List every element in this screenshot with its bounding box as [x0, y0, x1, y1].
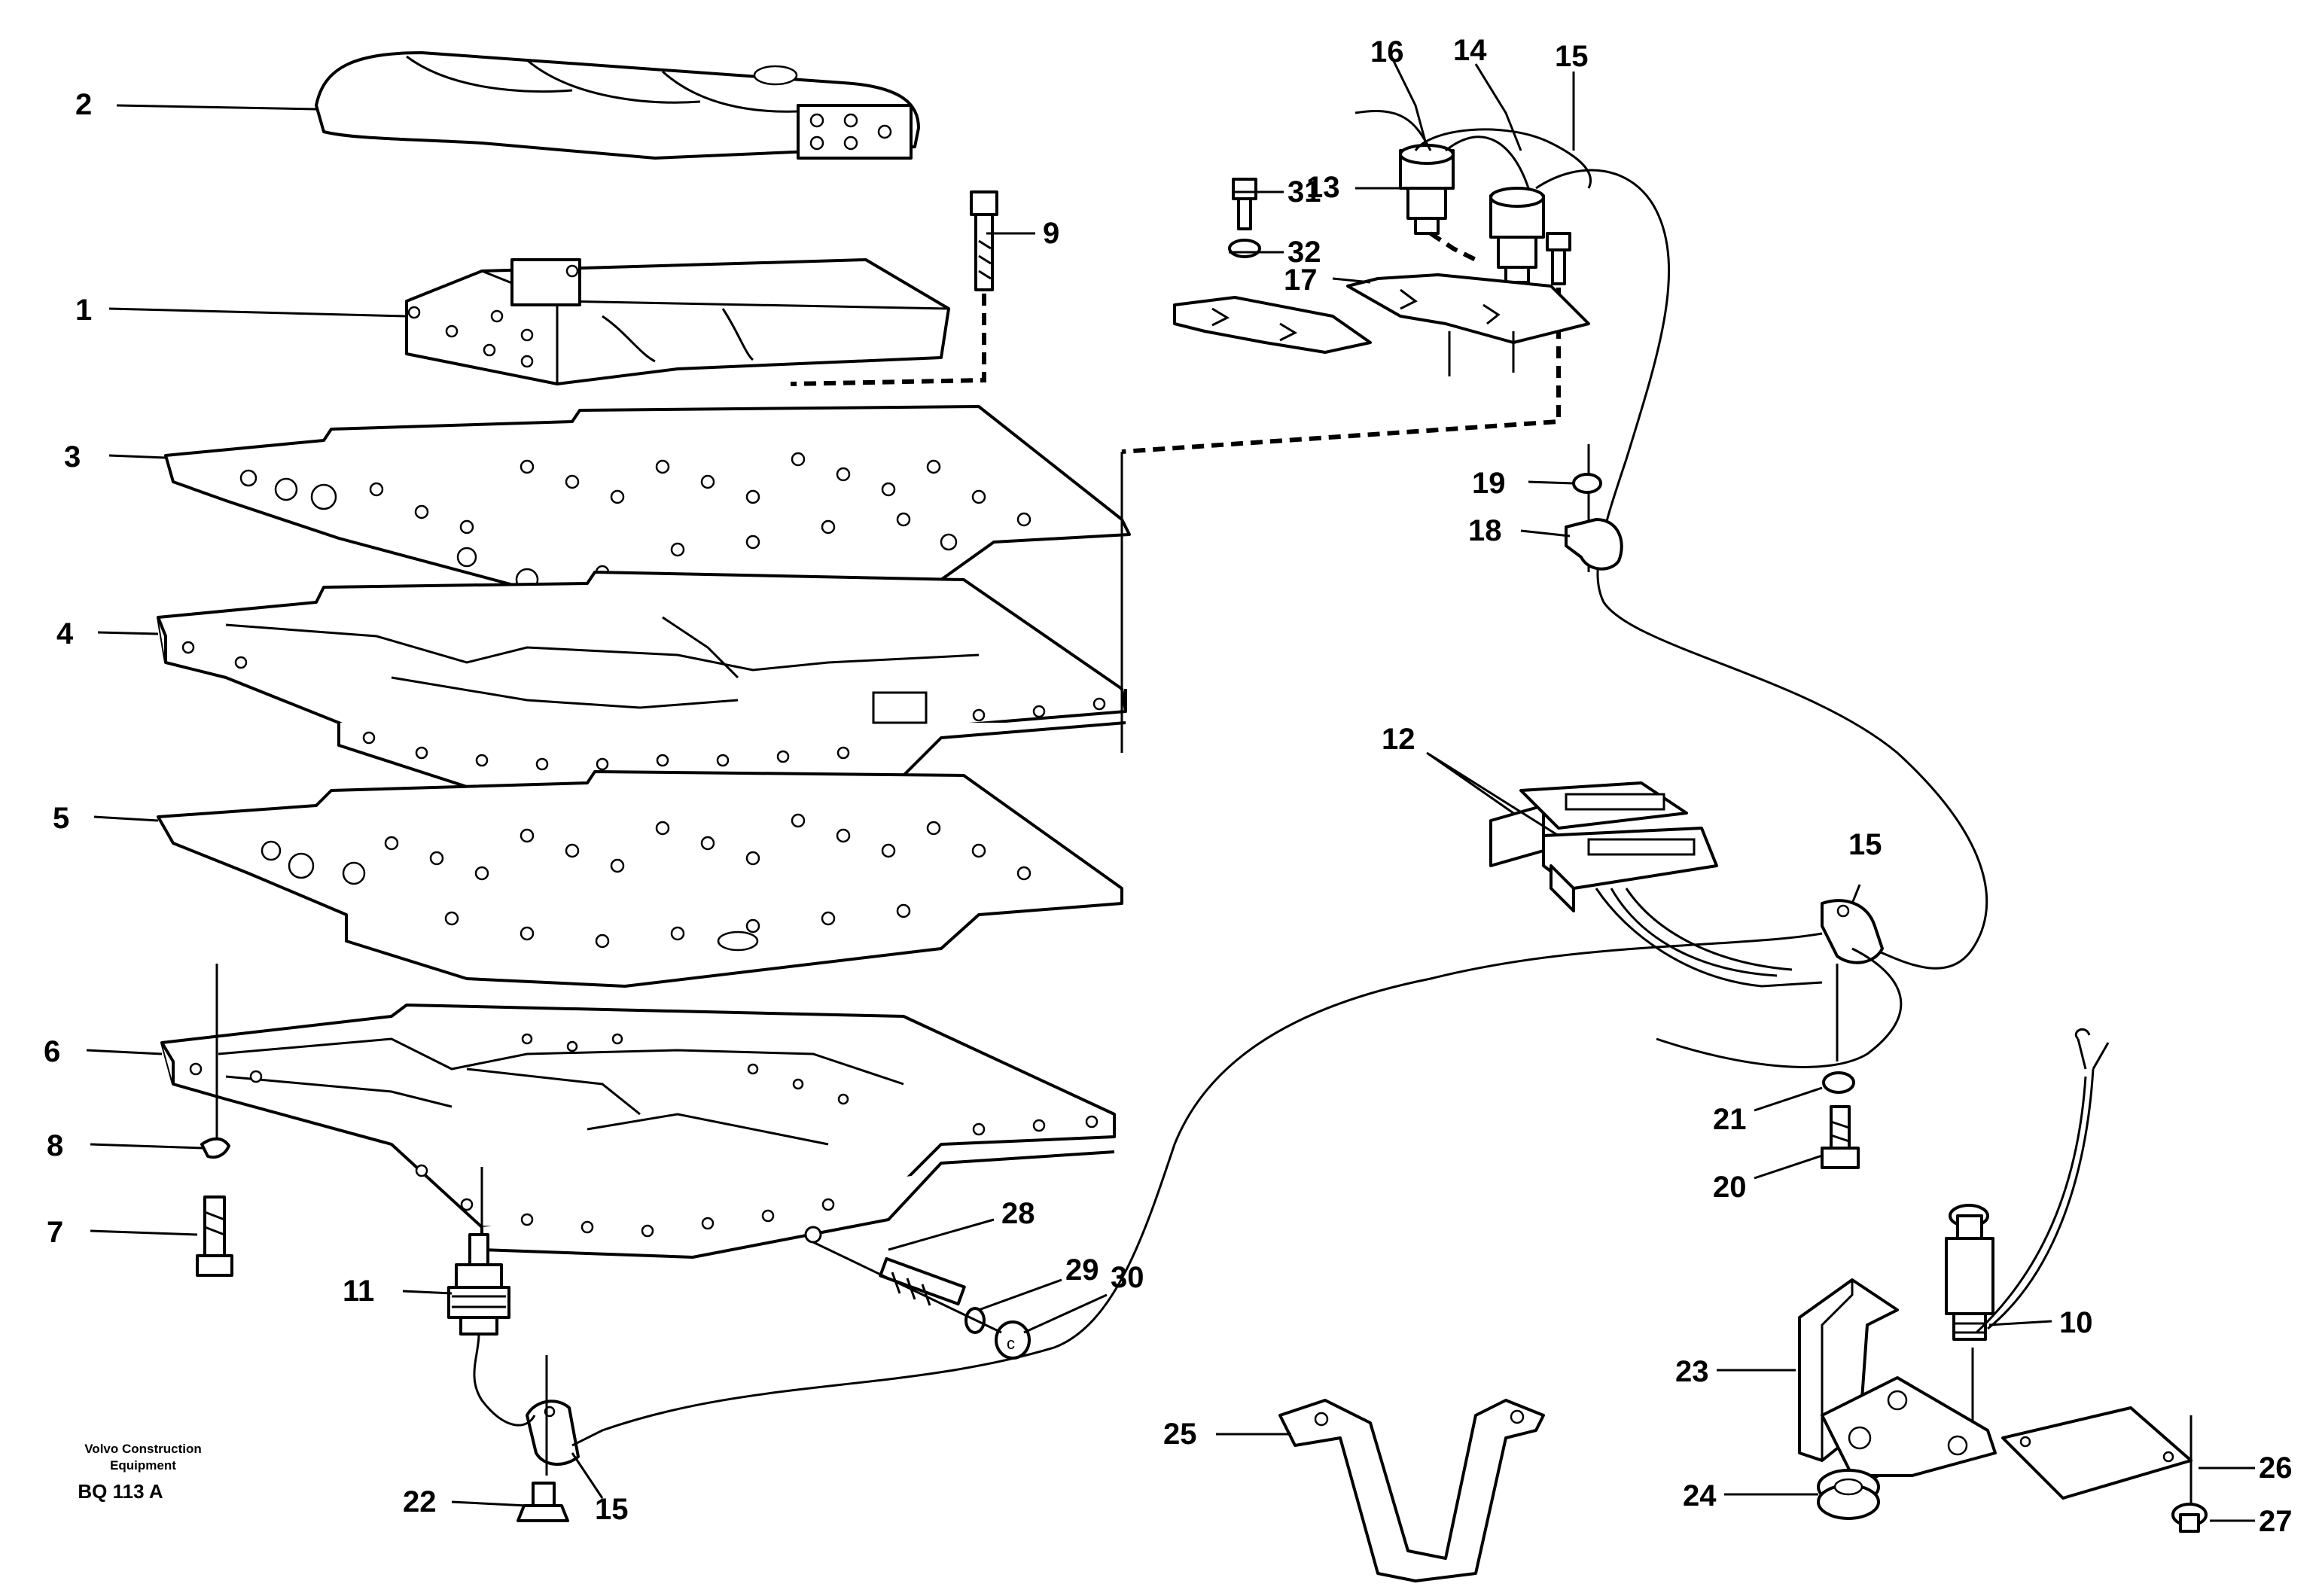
- part-23-bracket: [1798, 1278, 1997, 1477]
- credit-code: BQ 113 A: [78, 1480, 163, 1503]
- callout-24: 24: [1683, 1479, 1717, 1512]
- callout-1: 1: [75, 294, 92, 327]
- sensor-10-leads: [2074, 1028, 2110, 1070]
- wire-14: [1445, 136, 1530, 189]
- part-12-connector: [1489, 781, 1718, 912]
- part-32-washer: [1228, 239, 1261, 258]
- credit-line-1: Volvo Construction: [84, 1442, 202, 1456]
- callout-16: 16: [1370, 35, 1404, 69]
- callout-27: 27: [2259, 1505, 2293, 1538]
- callout-26: 26: [2259, 1451, 2293, 1485]
- cable-12: [1595, 888, 1823, 988]
- callout-8: 8: [47, 1129, 63, 1162]
- harness-main: [571, 932, 1903, 1447]
- callout-25: 25: [1163, 1418, 1197, 1451]
- callout-12: 12: [1382, 723, 1415, 756]
- part-11-sensor: [447, 1233, 510, 1336]
- guide-line-28: [812, 1241, 1002, 1334]
- callout-28: 28: [1001, 1197, 1035, 1230]
- alignment-dash-9: [790, 294, 986, 386]
- callout-17: 17: [1284, 263, 1318, 297]
- part-20-bolt: [1821, 1105, 1860, 1169]
- callout-15-right: 15: [1848, 828, 1882, 861]
- part-15-clip-right: [1821, 899, 1884, 964]
- part-4-valve-plate: [157, 571, 1127, 788]
- callout-7: 7: [47, 1216, 63, 1249]
- callout-5: 5: [53, 802, 69, 835]
- callout-9: 9: [1043, 217, 1059, 250]
- callout-30: 30: [1111, 1261, 1144, 1294]
- callout-14: 14: [1453, 34, 1487, 67]
- part-8-clip: [200, 1137, 230, 1159]
- part-26-plate: [2001, 1406, 2192, 1500]
- part-1-valve-housing: [405, 258, 950, 385]
- callout-15-top: 15: [1555, 40, 1589, 73]
- callout-21: 21: [1713, 1103, 1747, 1136]
- part-24-nut: [1817, 1469, 1880, 1520]
- part-2-cover: [315, 51, 920, 160]
- part-5-gasket: [157, 770, 1123, 988]
- credit-line-2: Equipment: [110, 1458, 176, 1473]
- alignment-dash-13: [1429, 231, 1477, 262]
- part-6-lower-body: [160, 1004, 1116, 1259]
- part-17-bracket: [1346, 273, 1590, 344]
- leader-lines: [86, 56, 2255, 1522]
- callout-15-lower: 15: [595, 1493, 629, 1526]
- part-bracket-left: [1173, 296, 1372, 354]
- part-7-bolt: [196, 1195, 233, 1277]
- callout-13: 13: [1306, 171, 1340, 204]
- part-3-gasket: [164, 405, 1131, 596]
- part-22-nut: [517, 1482, 569, 1522]
- callout-20: 20: [1713, 1171, 1747, 1204]
- callout-labels: 2 1 9 3 4 5 6 8 7 11 22 15 28 29 30 16 1…: [44, 34, 2293, 1538]
- part-28-plug: [879, 1256, 966, 1306]
- part-19-nut: [1572, 473, 1602, 494]
- callout-3: 3: [64, 440, 81, 474]
- part-18-clip: [1565, 518, 1623, 571]
- part-21-washer: [1822, 1071, 1855, 1094]
- callout-19: 19: [1472, 467, 1506, 500]
- callout-32: 32: [1287, 236, 1321, 269]
- part-31-bolt: [1232, 178, 1257, 230]
- callout-4: 4: [56, 617, 74, 650]
- part-16-sensor: [1489, 187, 1545, 284]
- credit-block: Volvo Construction Equipment BQ 113 A: [78, 1442, 201, 1503]
- part-30-cap: c: [995, 1320, 1031, 1360]
- callout-31: 31: [1287, 175, 1321, 209]
- callout-29: 29: [1065, 1253, 1099, 1287]
- callout-10: 10: [2059, 1306, 2093, 1339]
- callout-22: 22: [403, 1485, 437, 1518]
- wire-11: [473, 1333, 536, 1427]
- callout-18: 18: [1468, 514, 1502, 547]
- wire-10: [1975, 1068, 2095, 1334]
- part-10-sensor: [1945, 1204, 1994, 1341]
- part-27-screw: [2171, 1503, 2208, 1533]
- part-13-sensor: [1399, 144, 1455, 235]
- part-25-bracket: [1278, 1399, 1545, 1582]
- wire-15: [1535, 169, 1988, 970]
- wire-16b: [1414, 128, 1592, 189]
- svg-text:c: c: [1007, 1334, 1015, 1353]
- part-9-bolt: [970, 190, 998, 291]
- part-bolt-17: [1546, 232, 1571, 285]
- callout-11: 11: [343, 1275, 374, 1308]
- callout-6: 6: [44, 1035, 60, 1068]
- callout-23: 23: [1675, 1355, 1709, 1388]
- callout-2: 2: [75, 88, 92, 121]
- part-15-clip-lower: [526, 1400, 580, 1467]
